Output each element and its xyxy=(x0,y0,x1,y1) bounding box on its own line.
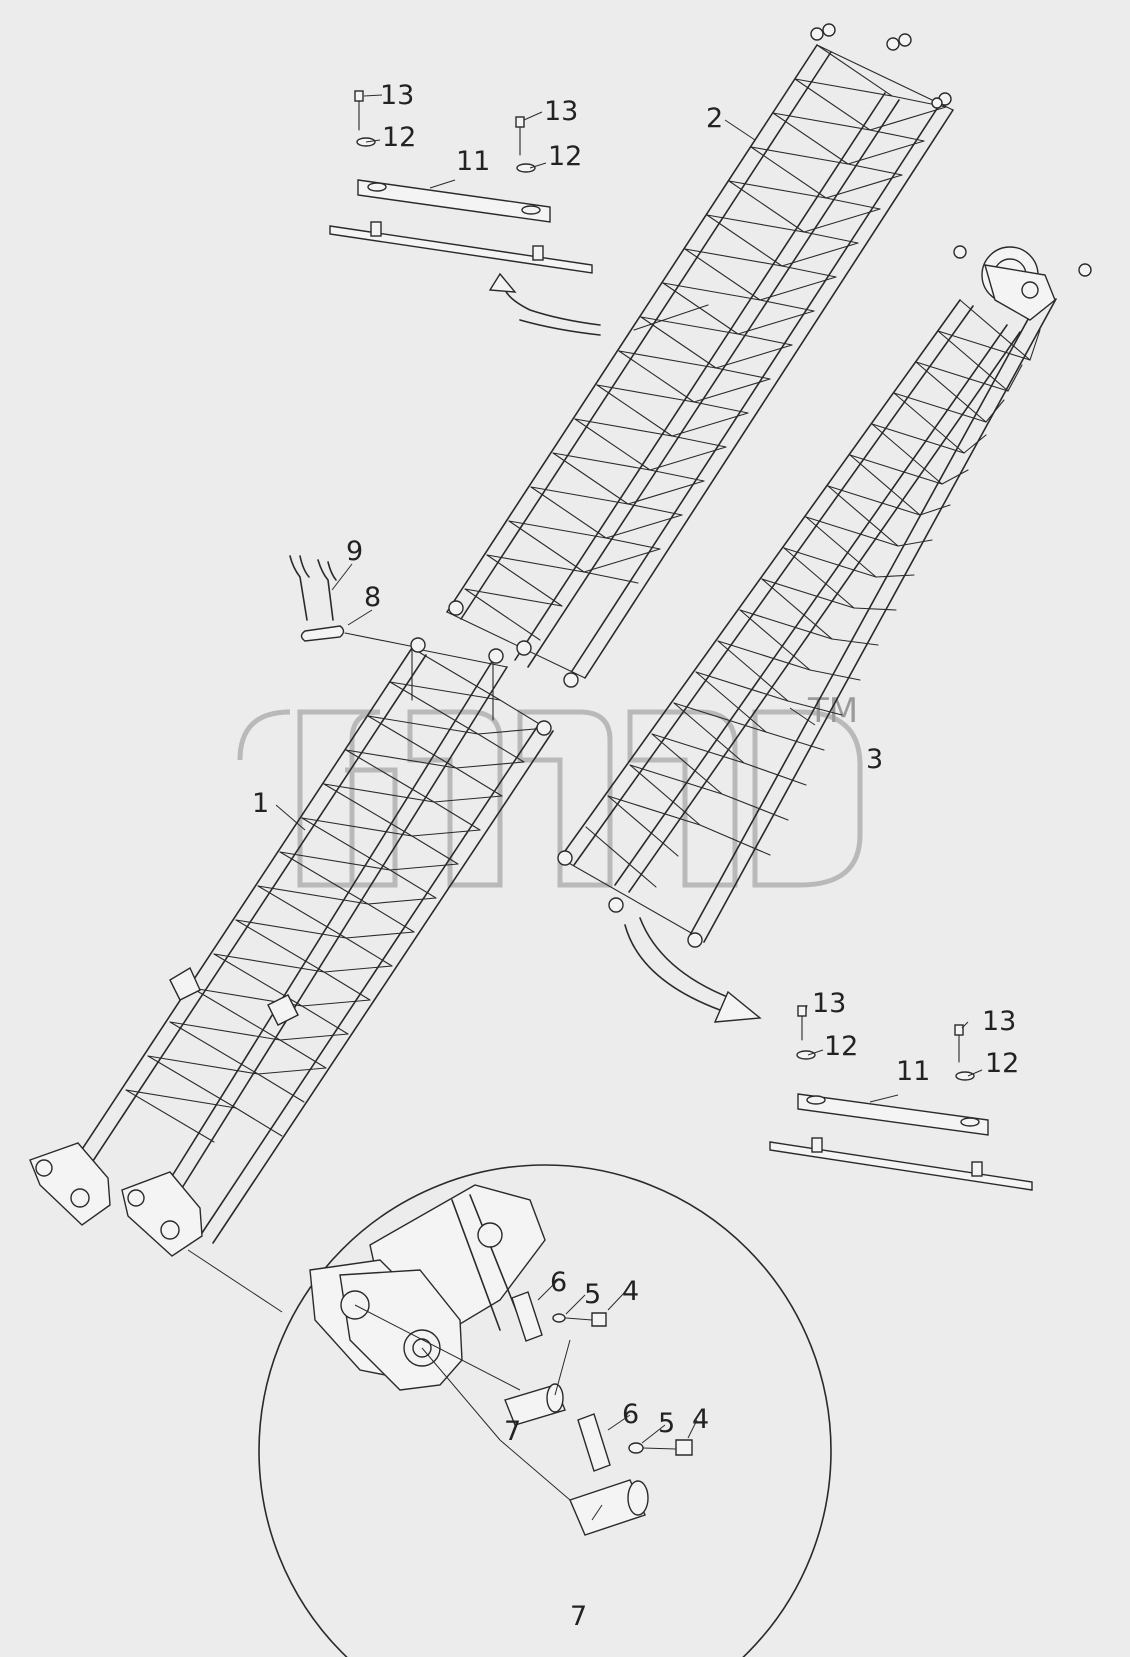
callout-13-top-right: 13 xyxy=(544,96,578,127)
callout-4-upper: 4 xyxy=(622,1276,639,1307)
callout-11-top: 11 xyxy=(456,146,490,177)
callout-13-top-left: 13 xyxy=(380,80,414,111)
foot-lugs xyxy=(29,1142,203,1257)
callout-8: 8 xyxy=(364,582,381,613)
callout-7-lower: 7 xyxy=(570,1601,587,1632)
callout-4-lower: 4 xyxy=(692,1404,709,1435)
callout-5-lower: 5 xyxy=(658,1408,675,1439)
callout-5-upper: 5 xyxy=(584,1279,601,1310)
callout-6-upper: 6 xyxy=(550,1267,567,1298)
watermark-tm: ТМ xyxy=(807,691,858,731)
boom-section-1 xyxy=(29,637,554,1257)
cross-beam-detail-top xyxy=(329,90,601,336)
callout-9: 9 xyxy=(346,536,363,567)
callout-12-top-right: 12 xyxy=(548,141,582,172)
boom-section-3 xyxy=(557,245,1092,948)
callout-6-lower: 6 xyxy=(622,1399,639,1430)
magnified-detail xyxy=(187,1164,832,1657)
callout-labels: 1 2 3 9 8 11 12 12 13 13 11 12 12 13 13 … xyxy=(252,80,1019,1632)
boom-section-2 xyxy=(446,23,954,688)
callout-13-bottom-left: 13 xyxy=(812,988,846,1019)
callout-12-bottom-left: 12 xyxy=(824,1031,858,1062)
callout-12-top-left: 12 xyxy=(382,122,416,153)
callout-7-upper: 7 xyxy=(504,1416,521,1447)
callout-13-bottom-right: 13 xyxy=(982,1006,1016,1037)
cross-beam-detail-bottom xyxy=(624,917,1033,1191)
callout-11-bottom: 11 xyxy=(896,1056,930,1087)
head-sheave xyxy=(953,245,1092,321)
watermark-logo: ТМ xyxy=(237,691,863,888)
connecting-pin-assembly xyxy=(289,555,411,647)
callout-3: 3 xyxy=(866,744,883,775)
callout-12-bottom-right: 12 xyxy=(985,1048,1019,1079)
leader-lines xyxy=(275,94,983,1521)
callout-1: 1 xyxy=(252,788,269,819)
callout-2: 2 xyxy=(706,103,723,134)
